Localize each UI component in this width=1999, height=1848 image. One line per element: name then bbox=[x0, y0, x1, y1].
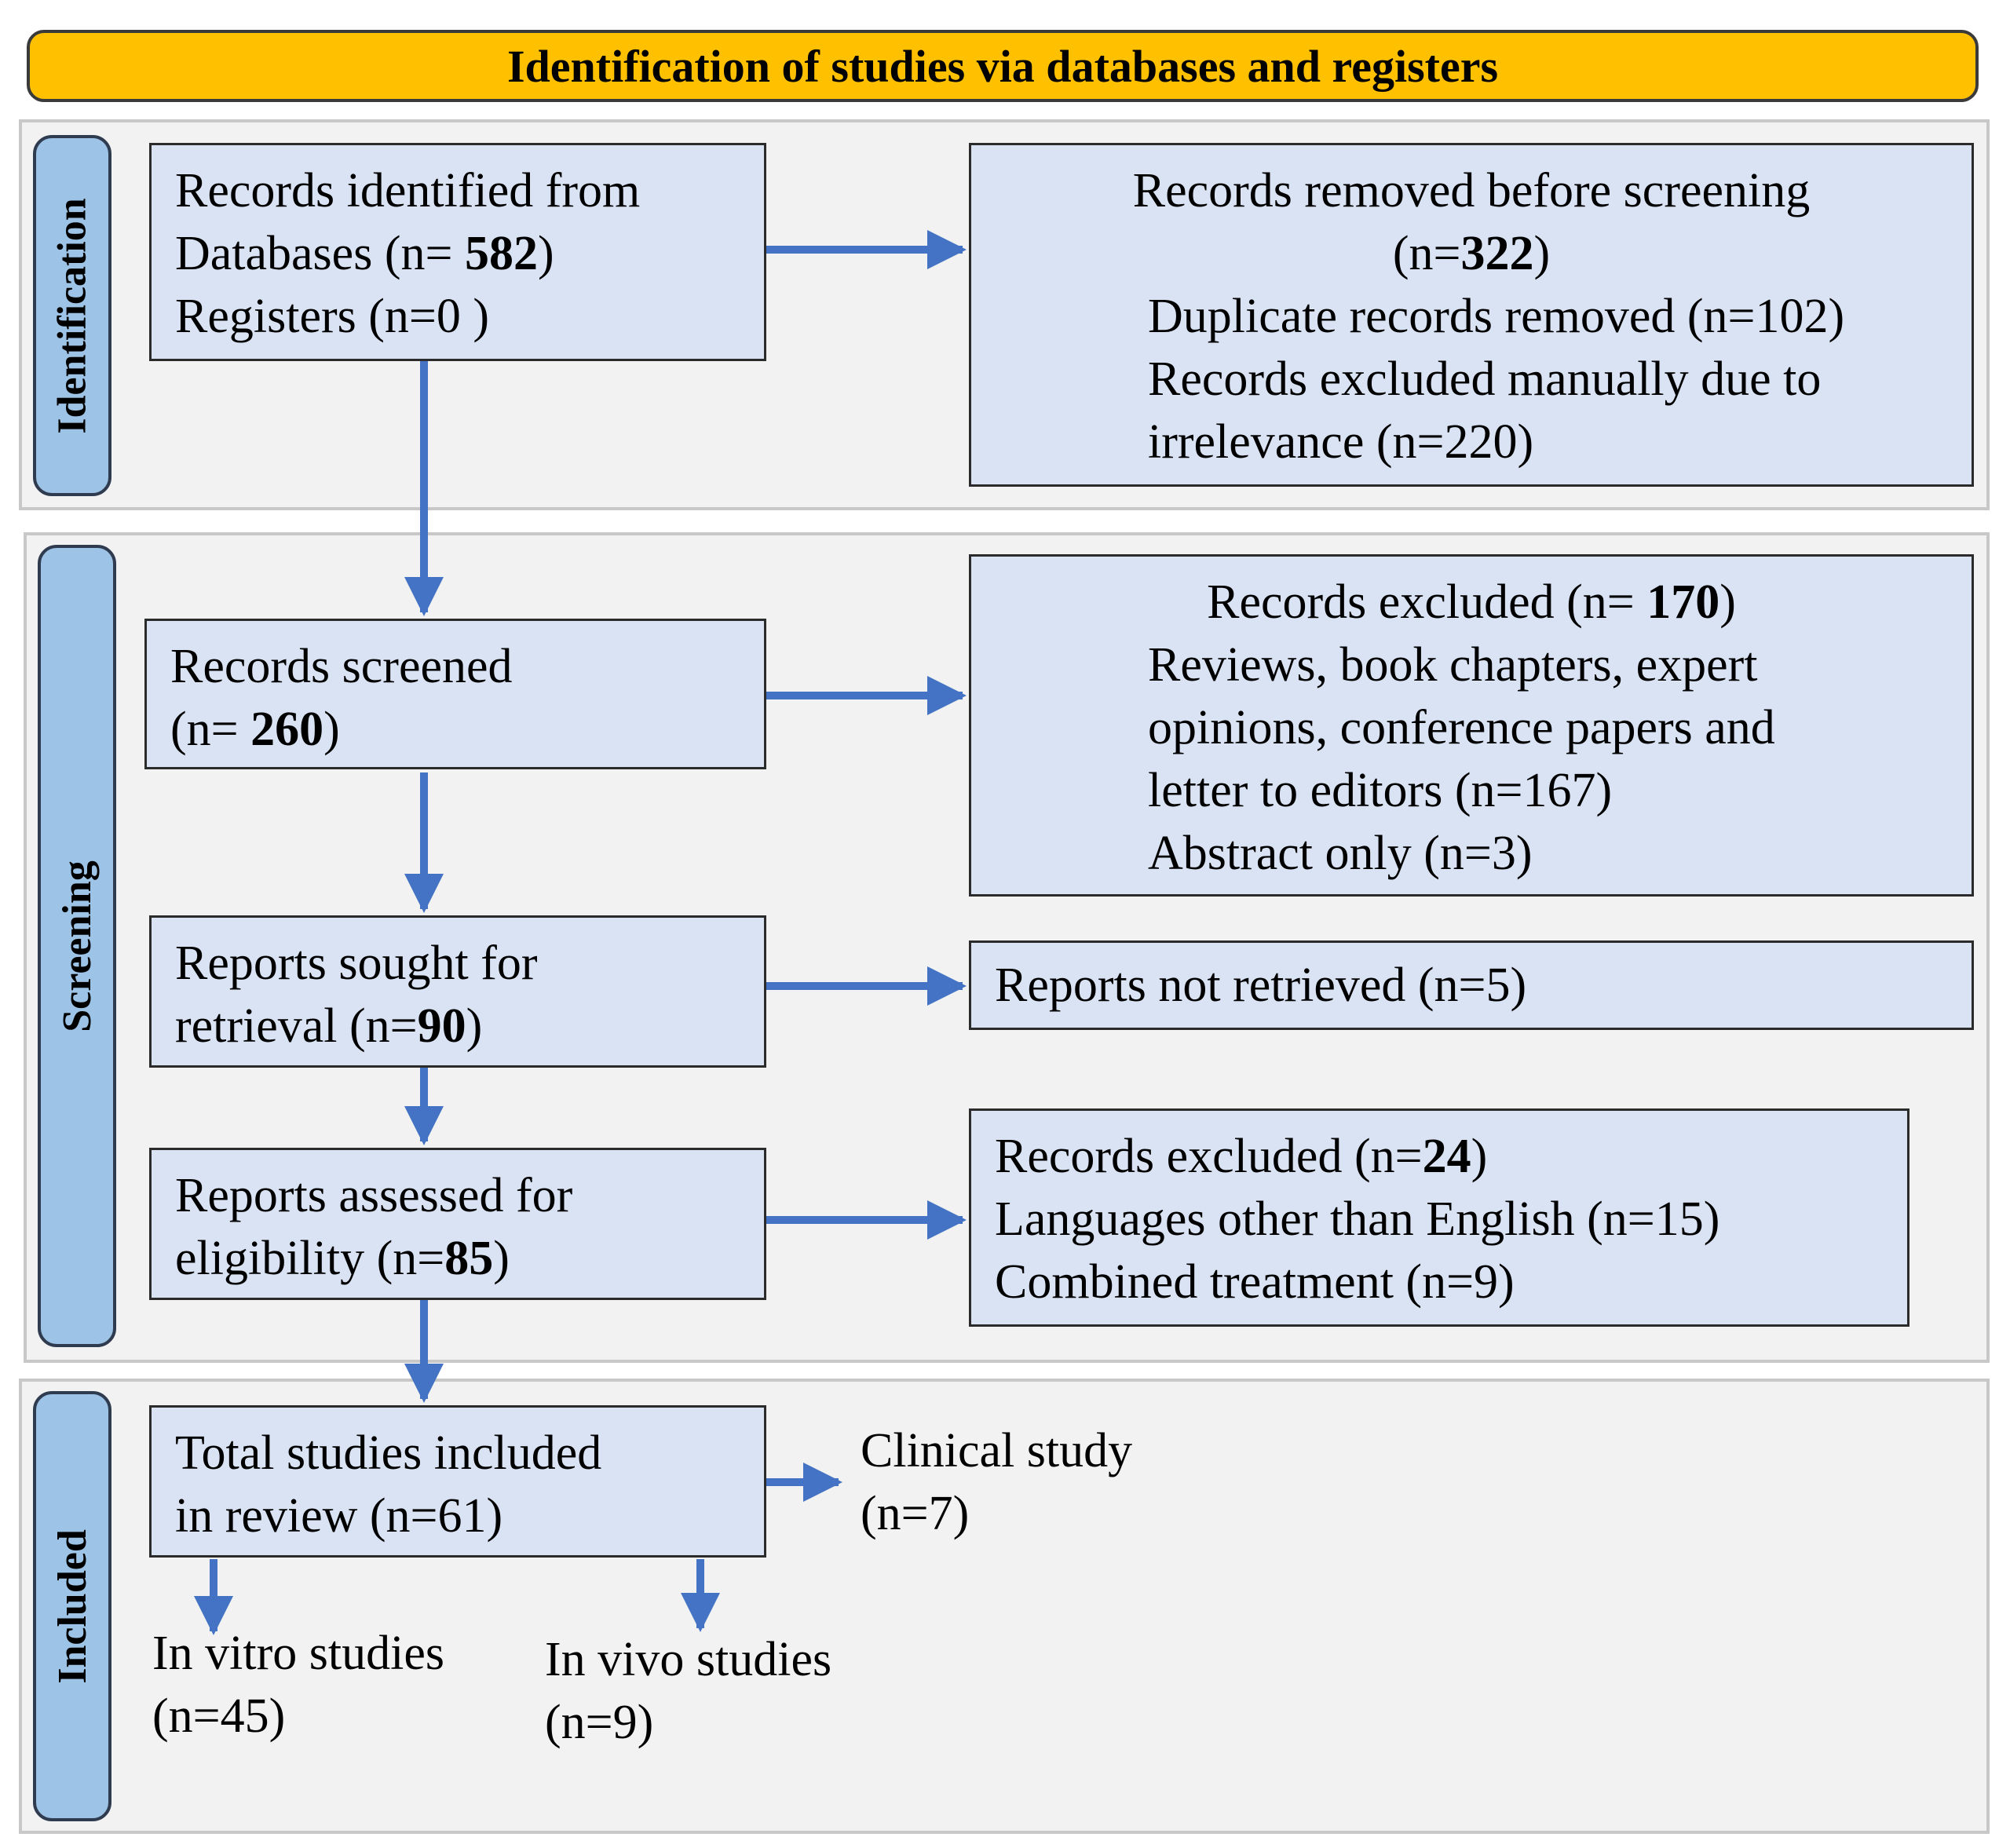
reports-sought-count: 90 bbox=[417, 999, 466, 1053]
records-screened-count-line: (n= 260) bbox=[170, 703, 340, 756]
registers-line: Registers (n=0 ) bbox=[175, 290, 490, 343]
reports-sought-count-line: retrieval (n=90) bbox=[175, 999, 483, 1053]
records-screened-line1: Records screened bbox=[170, 640, 513, 693]
reports-sought-line1: Reports sought for bbox=[175, 937, 538, 990]
records-excluded-title: Records excluded (n= 170) bbox=[1207, 575, 1736, 629]
total-included-box: Total studies included in review (n=61) bbox=[149, 1405, 766, 1558]
databases-count: 582 bbox=[464, 227, 538, 280]
records-removed-title: Records removed before screening bbox=[1132, 164, 1811, 217]
records-excluded2-count: 24 bbox=[1422, 1130, 1471, 1183]
records-identified-line1: Records identified from bbox=[175, 164, 641, 217]
records-removed-box: Records removed before screening (n=322)… bbox=[969, 143, 1974, 487]
records-identified-box: Records identified from Databases (n= 58… bbox=[149, 143, 766, 361]
reports-not-retrieved-text: Reports not retrieved (n=5) bbox=[995, 959, 1527, 1012]
manual-exclusion-line2: irrelevance (n=220) bbox=[1148, 415, 1534, 469]
records-excluded2-box: Records excluded (n=24) Languages other … bbox=[969, 1108, 1909, 1327]
excluded-reason-line3: letter to editors (n=167) bbox=[1148, 764, 1613, 817]
total-included-line1: Total studies included bbox=[175, 1426, 602, 1480]
records-screened-box: Records screened (n= 260) bbox=[144, 619, 766, 769]
diagram-title: Identification of studies via databases … bbox=[27, 30, 1979, 102]
total-included-line2: in review (n=61) bbox=[175, 1489, 503, 1543]
reports-assessed-count: 85 bbox=[444, 1232, 494, 1285]
excluded-reason-line2: opinions, conference papers and bbox=[1148, 701, 1775, 754]
databases-line: Databases (n= 582) bbox=[175, 227, 554, 280]
combined-treatment-line: Combined treatment (n=9) bbox=[995, 1255, 1515, 1309]
excluded-reason-line1: Reviews, book chapters, expert bbox=[1148, 638, 1758, 692]
records-excluded2-title: Records excluded (n=24) bbox=[995, 1130, 1488, 1183]
records-screened-count: 260 bbox=[250, 703, 324, 756]
included-phase-label: Included bbox=[33, 1391, 111, 1821]
manual-exclusion-line1: Records excluded manually due to bbox=[1148, 352, 1822, 406]
reports-assessed-count-line: eligibility (n=85) bbox=[175, 1232, 510, 1285]
languages-line: Languages other than English (n=15) bbox=[995, 1192, 1720, 1246]
records-excluded-count: 170 bbox=[1646, 575, 1720, 629]
reports-sought-box: Reports sought for retrieval (n=90) bbox=[149, 915, 766, 1068]
records-removed-count: 322 bbox=[1460, 227, 1534, 280]
in-vivo-label: In vivo studies (n=9) bbox=[545, 1633, 832, 1749]
reports-assessed-line1: Reports assessed for bbox=[175, 1169, 573, 1222]
reports-assessed-box: Reports assessed for eligibility (n=85) bbox=[149, 1148, 766, 1300]
excluded-reason-line4: Abstract only (n=3) bbox=[1148, 827, 1533, 880]
records-removed-count-line: (n=322) bbox=[1392, 227, 1551, 280]
identification-phase-label: Identification bbox=[33, 135, 111, 496]
reports-not-retrieved-box: Reports not retrieved (n=5) bbox=[969, 940, 1974, 1030]
in-vitro-label: In vitro studies (n=45) bbox=[152, 1627, 444, 1743]
clinical-study-label: Clinical study (n=7) bbox=[861, 1424, 1133, 1540]
records-excluded-box: Records excluded (n= 170) Reviews, book … bbox=[969, 554, 1974, 897]
screening-phase-label: Screening bbox=[38, 545, 116, 1347]
duplicate-records-line: Duplicate records removed (n=102) bbox=[1148, 290, 1845, 343]
